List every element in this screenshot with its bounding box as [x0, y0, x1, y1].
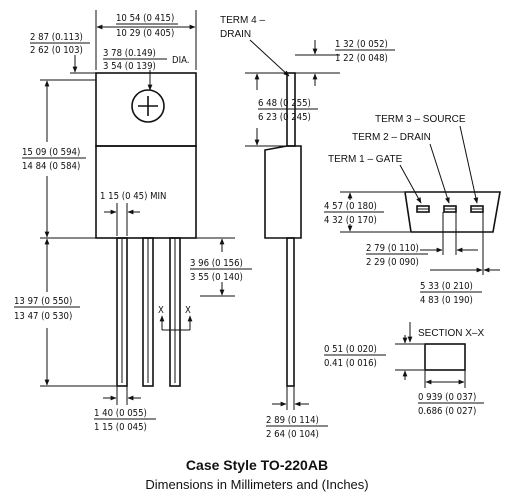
term4-label: TERM 4 – DRAIN [220, 15, 290, 77]
tab-height-mm: 2 87 (0.113) [30, 32, 83, 43]
lead-thick-mm: 1 40 (0 055) [94, 408, 147, 419]
dim-section-height: 0 51 (0 020) 0.41 (0 016) [324, 335, 424, 380]
end-height-mm: 4 57 (0 180) [324, 201, 377, 212]
dim-end-lead: 2 79 (0 110) 2 29 (0 090) [366, 212, 478, 268]
side-body [264, 145, 302, 239]
section-xx: SECTION X–X [407, 322, 484, 371]
dim-hole-diameter: 3 78 (0.149) 3 54 (0 139) DIA. [103, 48, 190, 91]
dim-lead-thickness: 1 40 (0 055) 1 15 (0 045) [94, 386, 156, 433]
lead-right [169, 237, 181, 387]
x-marker-right: X [185, 305, 191, 316]
dim-lead-width: 1 15 (0 45) MIN [100, 191, 166, 236]
lead-length-in: 13 47 (0 530) [14, 311, 72, 322]
end-height-in: 4 32 (0 170) [324, 215, 377, 226]
section-lead-profile [424, 343, 466, 371]
dim-top-width: 10 54 (0 415) 10 29 (0 405) [95, 10, 197, 70]
side-thick-in: 1 22 (0 048) [335, 53, 388, 64]
side-bottom-in: 2 64 (0 104) [266, 429, 319, 440]
sec-width-in: 0.686 (0 027) [418, 406, 476, 417]
lead-width-min: 1 15 (0 45) MIN [100, 191, 166, 202]
dim-lead-pitch: 3 96 (0 156) 3 55 (0 140) [180, 237, 252, 297]
dim-end-height: 4 57 (0 180) 4 32 (0 170) [324, 191, 410, 233]
lead-length-mm: 13 97 (0 550) [14, 296, 72, 307]
dim-side-bottom: 2 89 (0 114) 2 64 (0 104) [266, 386, 328, 440]
dim-tab-height: 2 87 (0.113) 2 62 (0 103) [30, 32, 96, 74]
dim-side-thickness: 1 32 (0 052) 1 22 (0 048) [295, 39, 395, 86]
top-width-in: 10 29 (0 405) [116, 28, 174, 39]
x-marker-left: X [158, 305, 164, 316]
front-view [95, 72, 197, 387]
term3-label: TERM 3 – SOURCE [375, 114, 466, 125]
lead-pitch-mm: 3 96 (0 156) [190, 258, 243, 269]
tab-height-in: 2 62 (0 103) [30, 45, 83, 56]
term2-label: TERM 2 – DRAIN [352, 132, 431, 143]
side-bottom-mm: 2 89 (0 114) [266, 415, 319, 426]
mounting-tab [95, 72, 197, 147]
term4-drain-text: DRAIN [220, 29, 251, 40]
lead-left [116, 237, 128, 387]
caption-title: Case Style TO-220AB [186, 457, 328, 473]
end-lead-in: 2 29 (0 090) [366, 257, 419, 268]
top-width-mm: 10 54 (0 415) [116, 13, 174, 24]
end-body [404, 191, 501, 233]
end-lead-mm: 2 79 (0 110) [366, 243, 419, 254]
body-height-in: 14 84 (0 584) [22, 161, 80, 172]
hole-dia-mm: 3 78 (0.149) [103, 48, 156, 59]
section-title: SECTION X–X [418, 328, 484, 339]
dim-section-width: 0 939 (0 037) 0.686 (0 027) [418, 370, 484, 417]
term4-text: TERM 4 – [220, 15, 265, 26]
lead-pitch-in: 3 55 (0 140) [190, 272, 243, 283]
side-tab-mm: 6 48 (0 255) [258, 98, 311, 109]
dim-end-pitch: 5 33 (0 210) 4 83 (0 190) [420, 212, 500, 306]
side-tab-in: 6 23 (0 245) [258, 112, 311, 123]
hole-dia-suffix: DIA. [172, 55, 190, 66]
section-x-markers: X X [158, 305, 193, 331]
end-pitch-in: 4 83 (0 190) [420, 295, 473, 306]
term1-label: TERM 1 – GATE [328, 154, 403, 165]
dim-body-height: 15 09 (0 594) 14 84 (0 584) [22, 79, 116, 239]
sec-height-in: 0.41 (0 016) [324, 358, 377, 369]
lead-center [142, 237, 154, 387]
body-height-mm: 15 09 (0 594) [22, 147, 80, 158]
hole-dia-in: 3 54 (0 139) [103, 61, 156, 72]
side-thick-mm: 1 32 (0 052) [335, 39, 388, 50]
lead-thick-in: 1 15 (0 045) [94, 422, 147, 433]
end-view [404, 191, 501, 233]
sec-height-mm: 0 51 (0 020) [324, 344, 377, 355]
dim-lead-length: 13 97 (0 550) 13 47 (0 530) [14, 238, 116, 387]
caption-subtitle: Dimensions in Millimeters and (Inches) [145, 477, 368, 492]
dim-side-tab: 6 48 (0 255) 6 23 (0 245) [245, 72, 318, 147]
sec-width-mm: 0 939 (0 037) [418, 392, 476, 403]
end-pitch-mm: 5 33 (0 210) [420, 281, 473, 292]
side-lead [286, 237, 295, 387]
terminal-labels: TERM 3 – SOURCE TERM 2 – DRAIN TERM 1 – … [328, 114, 479, 204]
